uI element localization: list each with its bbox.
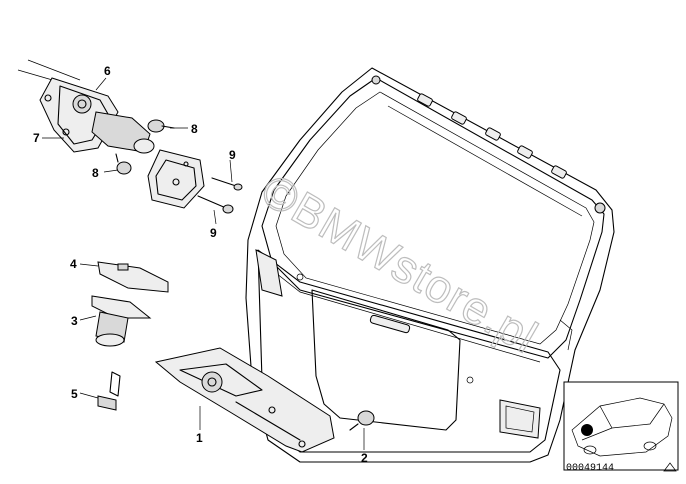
location-marker xyxy=(581,424,593,436)
part-2-bolt xyxy=(349,410,375,431)
callout-1: 1 xyxy=(196,431,203,445)
callout-4: 4 xyxy=(70,257,77,271)
part-1-latch xyxy=(154,347,335,453)
leader-lines xyxy=(42,77,365,450)
bolt-8-upper xyxy=(147,119,175,133)
screw-9-lower xyxy=(197,195,234,214)
part-5-bolt xyxy=(97,371,121,411)
triangle-icon xyxy=(663,462,677,472)
callout-8-lower: 8 xyxy=(92,166,99,180)
part-4-plate xyxy=(97,261,169,293)
callout-5: 5 xyxy=(71,387,78,401)
mounting-bracket xyxy=(147,149,205,209)
wiper-motor-assembly xyxy=(17,59,155,154)
part-3-actuator xyxy=(91,295,152,347)
watermark-text: ©BMWstore.pl xyxy=(253,164,547,364)
reference-number: 00049144 xyxy=(566,463,614,474)
callout-3: 3 xyxy=(71,314,78,328)
callout-8-upper: 8 xyxy=(191,122,198,136)
callout-6: 6 xyxy=(104,64,111,78)
callout-7: 7 xyxy=(33,131,40,145)
callout-9-lower: 9 xyxy=(210,226,217,240)
bolt-8-lower xyxy=(115,153,132,175)
vehicle-locator-inset xyxy=(563,381,679,471)
callout-2: 2 xyxy=(361,451,368,465)
tailgate xyxy=(245,67,615,463)
callout-9-upper: 9 xyxy=(229,148,236,162)
screw-9-upper xyxy=(211,177,243,191)
